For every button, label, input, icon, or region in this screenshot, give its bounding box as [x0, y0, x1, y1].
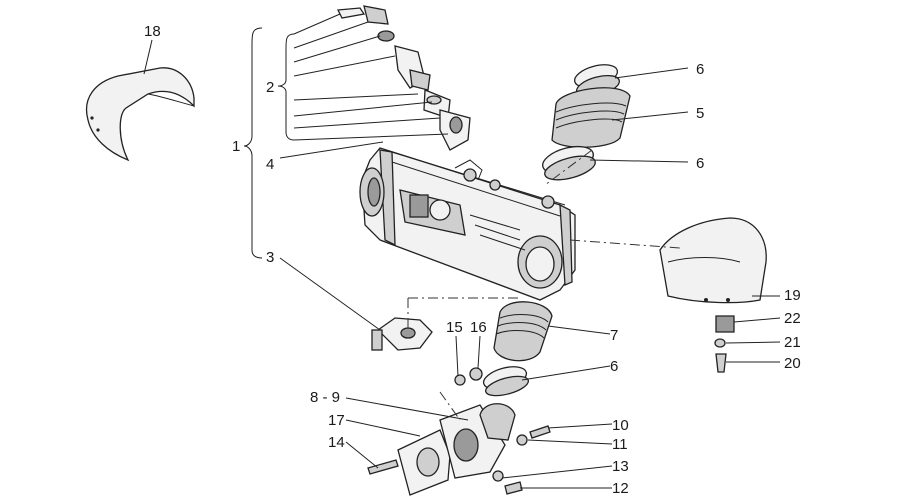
label-10: 10 [612, 417, 629, 434]
label-6-bottom: 6 [610, 358, 618, 375]
leader-lines [143, 13, 781, 489]
label-16: 16 [470, 319, 487, 336]
part-18-cover [86, 67, 195, 162]
label-13: 13 [612, 458, 629, 475]
label-19: 19 [784, 287, 801, 304]
label-11: 11 [612, 436, 628, 453]
sensor-stack [336, 5, 471, 151]
intake-flange-and-gasket [367, 367, 551, 496]
throttle-body-assembly [359, 147, 576, 301]
label-6-top: 6 [696, 61, 704, 78]
part-19-cover [659, 217, 767, 304]
label-8-9: 8 - 9 [310, 389, 340, 406]
label-3: 3 [266, 249, 274, 266]
label-20: 20 [784, 355, 801, 372]
label-12: 12 [612, 480, 629, 497]
group-brackets [243, 27, 295, 259]
label-15: 15 [446, 319, 463, 336]
hose-7-and-clamp-6 [482, 301, 553, 397]
label-14: 14 [328, 434, 345, 451]
label-5: 5 [696, 105, 704, 122]
alignment-lines [407, 149, 681, 421]
label-18: 18 [144, 23, 161, 40]
label-22: 22 [784, 310, 801, 327]
label-21: 21 [784, 334, 801, 351]
label-4: 4 [266, 156, 274, 173]
label-7: 7 [610, 327, 618, 344]
hose-5-and-clamps-6 [542, 64, 631, 181]
callout-labels: 18 2 1 4 3 6 5 6 7 6 15 16 8 - 9 17 14 1… [144, 23, 801, 497]
label-17: 17 [328, 412, 345, 429]
label-1: 1 [232, 138, 240, 155]
label-2: 2 [266, 79, 274, 96]
label-6-mid: 6 [696, 155, 704, 172]
part-3-sensor [371, 317, 433, 351]
bolt-stack-20-22 [714, 315, 735, 373]
